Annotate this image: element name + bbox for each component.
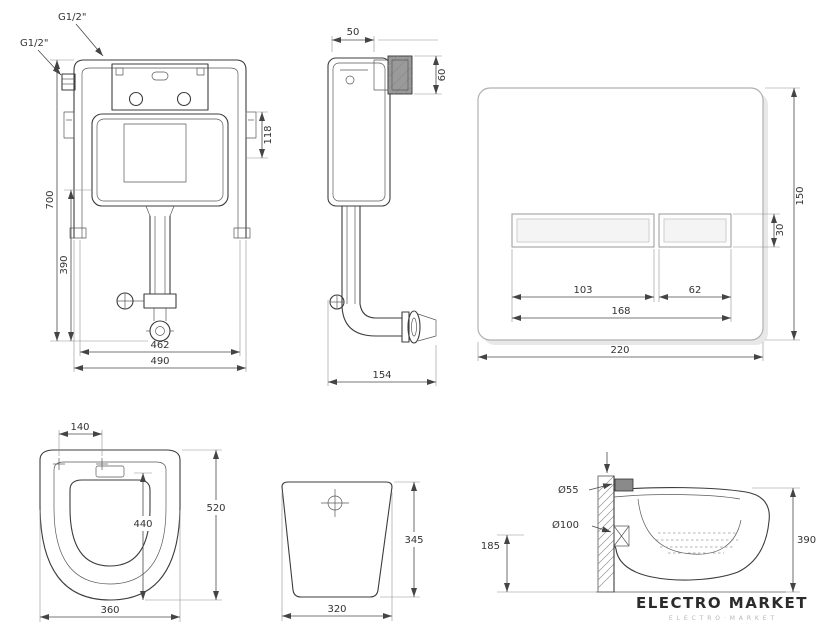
dim-label-390: 390 [797,535,816,546]
dim-large-button: 103 [511,249,655,322]
bowl-outline-side [613,478,770,581]
dim-top-depth: 50 [331,27,438,52]
large-flush-button [511,213,655,248]
bowl-outline-front [281,481,393,598]
brand-tagline-text: E L E C T R O · M A R K E T [669,615,775,622]
dim-total-width: 490 [73,240,247,372]
flush-pipe-side [329,205,361,310]
dim-label-62: 62 [689,285,702,296]
dim-plate-width: 220 [477,342,764,361]
cistern-frame [63,59,257,239]
flush-plate-view: 103 62 168 220 150 30 [477,87,806,361]
dim-label-220: 220 [610,345,629,356]
dim-buttons-total: 168 [512,306,731,321]
dim-label-185: 185 [481,541,500,552]
brand-logo: ELECTRO MARKET E L E C T R O · M A R K E… [636,594,808,622]
dim-outlet-height: 185 [481,534,596,593]
dim-label-440: 440 [133,519,152,530]
dim-plate-height: 150 [765,87,806,341]
dim-total-height: 700 [45,59,148,342]
dim-bracket-offset: 118 [246,111,274,159]
dim-bowl-width: 360 [39,510,181,622]
dim-front-height: 345 [380,481,428,598]
dim-label-168: 168 [611,306,630,317]
dim-outlet-diameter: Ø100 [552,519,612,533]
cistern-front-view: G1/2" G1/2" 700 390 118 462 [20,12,274,372]
dim-label-50: 50 [347,27,360,38]
flush-pipe-assembly [116,205,177,342]
dim-label-150: 150 [795,186,806,205]
dim-label-154: 154 [372,370,391,381]
dim-bowl-inner-length: 440 [130,472,156,600]
outlet-elbow [341,303,437,344]
bowl-side-view: Ø55 Ø100 185 390 [481,452,816,593]
brand-name-text: ELECTRO MARKET [636,594,808,612]
bowl-outline-top [39,449,181,601]
dim-inner-width: 462 [79,240,241,356]
dim-label-520: 520 [206,503,225,514]
dim-lower-height: 390 [59,189,92,341]
dim-label-outlet: Ø100 [552,519,579,531]
dim-label-390: 390 [59,255,70,274]
dim-bowl-length: 520 [145,449,229,601]
fitting-label-left: G1/2" [20,38,62,76]
dim-button-height: 30 [733,213,786,248]
dim-label-700: 700 [45,190,56,209]
bowl-top-view: 140 520 440 360 [39,422,229,622]
dim-label-118: 118 [263,125,274,144]
dim-label-140: 140 [70,422,89,433]
fitting-label-top: G1/2" [58,12,104,57]
dim-bracket-height: 60 [414,55,448,95]
small-flush-button [658,213,732,248]
cistern-tank [91,113,229,207]
dim-fixing-holes: 140 [58,422,103,456]
dim-side-height: 390 [752,487,816,593]
dim-label-60: 60 [437,69,448,82]
dim-label-103: 103 [573,285,592,296]
g12-top-label: G1/2" [58,12,86,23]
cistern-side-view: 50 60 154 [327,27,448,386]
dim-front-width: 320 [281,492,393,621]
dim-label-30: 30 [775,224,786,237]
dim-label-320: 320 [327,604,346,615]
dim-small-button: 62 [658,249,732,322]
dim-label-345: 345 [404,535,423,546]
water-inlet-fitting [61,73,76,91]
dim-inlet-diameter: Ø55 [558,483,613,496]
dim-label-inlet: Ø55 [558,484,579,496]
dim-label-462: 462 [150,340,169,351]
dim-label-360: 360 [100,605,119,616]
wall-section [596,452,786,593]
mounting-plate [111,63,209,111]
dim-label-490: 490 [150,356,169,367]
dim-total-depth: 154 [327,300,437,386]
wall-bracket-section [387,55,413,95]
tank-side-body [327,57,391,207]
g12-left-label: G1/2" [20,38,48,49]
bowl-front-view: 345 320 [281,481,428,621]
